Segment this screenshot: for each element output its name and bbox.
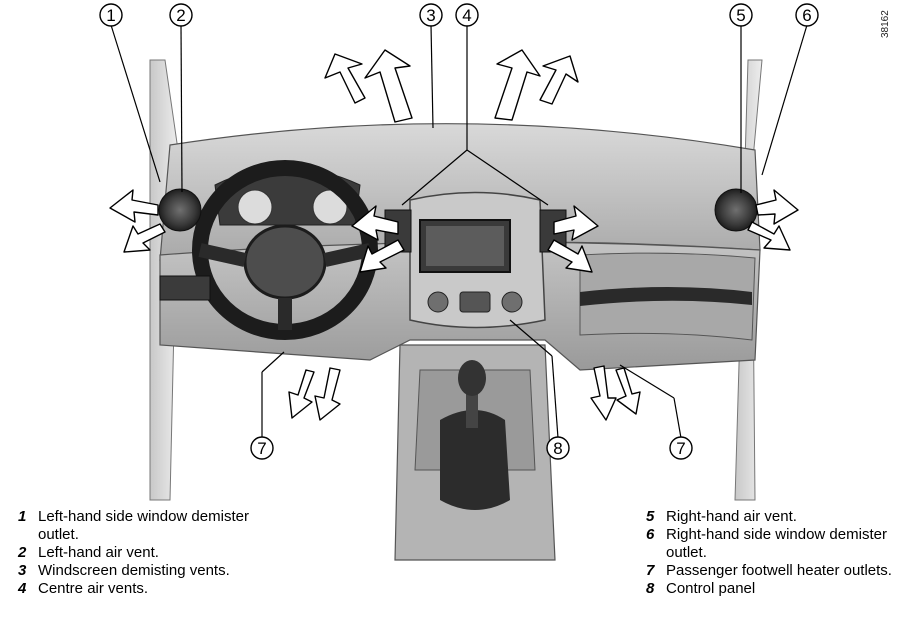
callout-circle-7a (250, 436, 274, 460)
callout-circle-7b (669, 436, 693, 460)
legend-item: 2 Left-hand air vent. (18, 544, 288, 562)
callout-number: 7 (257, 439, 266, 458)
legend-number: 2 (18, 544, 27, 561)
legend-number: 7 (646, 562, 655, 579)
legend-number: 8 (646, 580, 655, 597)
callout-number: 3 (426, 6, 435, 25)
callout-number: 5 (736, 6, 745, 25)
legend-item: 5 Right-hand air vent. (646, 508, 896, 526)
legend-item: 8 Control panel (646, 580, 896, 598)
callout-circle-4 (455, 3, 479, 27)
control-panel-knobs (427, 291, 523, 313)
legend-item: 4 Centre air vents. (18, 580, 288, 598)
airflow-arrow-windscreen-2 (364, 49, 413, 123)
callout-number: 2 (176, 6, 185, 25)
callout-circle-5 (729, 3, 753, 27)
callout-circle-3 (419, 3, 443, 27)
figure-reference: 38162 (880, 10, 891, 38)
legend-text: Left-hand side window demister outlet. (38, 508, 249, 543)
legend-number: 5 (646, 508, 655, 525)
callout-number: 7 (676, 439, 685, 458)
legend-right: 5 Right-hand air vent. 6 Right-hand side… (646, 508, 896, 598)
airflow-arrow-centre-right-1 (553, 205, 599, 241)
callout-number: 8 (553, 439, 562, 458)
legend-left: 1 Left-hand side window demister outlet.… (18, 508, 288, 598)
airflow-arrow-right-vent-up (755, 189, 799, 225)
leader-lines (110, 24, 808, 439)
callout-number: 6 (802, 6, 811, 25)
airflow-arrow-footwell-left-1 (288, 369, 315, 419)
airflow-arrow-windscreen-3 (494, 49, 541, 121)
gear-lever (440, 360, 510, 510)
legend-text: Left-hand air vent. (38, 544, 159, 561)
callout-number: 4 (462, 6, 471, 25)
airflow-arrow-centre-left-2 (359, 239, 405, 273)
airflow-arrow-footwell-right-2 (615, 367, 641, 415)
legend-text: Right-hand side window demister outlet. (666, 526, 887, 561)
legend-number: 3 (18, 562, 27, 579)
airflow-arrow-centre-left-1 (351, 205, 399, 241)
legend-item: 7 Passenger footwell heater outlets. (646, 562, 896, 580)
legend-text: Centre air vents. (38, 580, 149, 597)
callout-circle-6 (795, 3, 819, 27)
airflow-arrow-windscreen-1 (324, 53, 366, 104)
callout-number: 1 (106, 6, 115, 25)
legend-text: Passenger footwell heater outlets. (666, 562, 892, 579)
legend-item: 1 Left-hand side window demister outlet. (18, 508, 288, 544)
legend-number: 6 (646, 526, 655, 543)
legend-number: 4 (18, 580, 27, 597)
callout-circle-8 (546, 436, 570, 460)
legend-item: 3 Windscreen demisting vents. (18, 562, 288, 580)
legend-text: Right-hand air vent. (666, 508, 797, 525)
legend-number: 1 (18, 508, 27, 525)
legend-item: 6 Right-hand side window demister outlet… (646, 526, 896, 562)
airflow-arrow-footwell-left-2 (314, 367, 341, 421)
legend-text: Control panel (666, 580, 756, 597)
airflow-arrow-left-vent-down (123, 223, 166, 253)
airflow-arrow-footwell-right-1 (590, 365, 617, 421)
airflow-arrow-windscreen-4 (539, 55, 579, 105)
callout-circle-1 (99, 3, 123, 27)
legend-text: Windscreen demisting vents. (38, 562, 230, 579)
callout-circle-2 (169, 3, 193, 27)
airflow-arrow-centre-right-2 (547, 239, 593, 273)
airflow-arrow-right-vent-down (747, 221, 791, 251)
airflow-arrow-left-vent-up (109, 189, 159, 223)
left-air-vent (158, 188, 202, 232)
